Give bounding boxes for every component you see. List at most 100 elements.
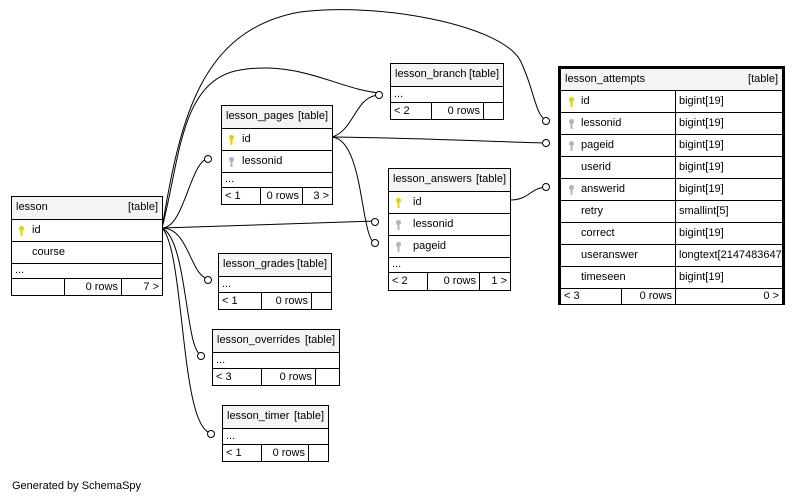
table-name: lesson_attempts: [565, 73, 646, 85]
crowsfoot-marker: [371, 218, 379, 226]
column-type: bigint[19]: [675, 113, 782, 134]
column-row[interactable]: answerid bigint[19]: [561, 178, 782, 200]
table-header: lesson_grades [table]: [219, 254, 331, 276]
column-name: pageid: [413, 240, 447, 252]
row-count: 0 rows: [64, 279, 121, 295]
column-type: bigint[19]: [675, 223, 782, 244]
column-row[interactable]: id: [389, 191, 510, 213]
primary-key-icon: [569, 97, 574, 107]
table-type-tag: [table]: [298, 110, 328, 122]
column-name: useranswer: [581, 249, 638, 261]
table-type-tag: [table]: [748, 73, 778, 85]
column-row[interactable]: course: [12, 241, 162, 263]
column-type: bigint[19]: [675, 135, 782, 156]
parents-count: [12, 279, 64, 295]
column-type: bigint[19]: [675, 91, 782, 112]
column-row[interactable]: userid bigint[19]: [561, 156, 782, 178]
column-row[interactable]: pageid: [389, 235, 510, 257]
column-type: smallint[5]: [675, 201, 782, 222]
column-row[interactable]: retry smallint[5]: [561, 200, 782, 222]
table-footer: < 1 0 rows 3 >: [222, 187, 332, 204]
column-name: correct: [581, 227, 615, 239]
ellipsis: ...: [222, 278, 232, 290]
rel-pages-answers: [331, 136, 377, 244]
column-name: pageid: [581, 139, 615, 151]
table-lesson-timer[interactable]: lesson_timer [table] ... < 1 0 rows: [222, 405, 329, 462]
rel-answers-attempts: [509, 186, 549, 201]
column-row[interactable]: correct bigint[19]: [561, 222, 782, 244]
rel-lesson-overrides: [161, 227, 203, 356]
foreign-key-icon: [569, 141, 574, 151]
crowsfoot-marker: [542, 117, 550, 125]
foreign-key-icon: [569, 119, 574, 129]
rel-lesson-pages: [161, 157, 211, 229]
table-name: lesson_pages: [226, 110, 294, 122]
parents-count: < 1: [225, 190, 241, 202]
rel-pages-branch: [331, 94, 381, 138]
column-row[interactable]: lessonid: [389, 213, 510, 235]
row-count: 0 rows: [261, 445, 308, 461]
column-row[interactable]: pageid bigint[19]: [561, 134, 782, 156]
rel-lesson-answers: [161, 220, 377, 229]
table-header: lesson_overrides [table]: [213, 330, 339, 352]
children-count: 0 >: [675, 289, 782, 304]
row-count: 0 rows: [427, 273, 479, 290]
table-name: lesson_overrides: [217, 334, 301, 346]
children-count: [315, 369, 339, 385]
table-name: lesson_timer: [227, 410, 290, 422]
column-row[interactable]: timeseen bigint[19]: [561, 266, 782, 288]
column-row[interactable]: id bigint[19]: [561, 90, 782, 112]
table-name: lesson: [16, 201, 48, 213]
ellipsis: ...: [394, 88, 404, 100]
column-row[interactable]: useranswer longtext[2147483647]: [561, 244, 785, 266]
crowsfoot-marker: [542, 183, 550, 191]
column-row[interactable]: lessonid bigint[19]: [561, 112, 782, 134]
table-lesson-answers[interactable]: lesson_answers [table] id lessonid pagei…: [388, 168, 511, 291]
ellipsis: ...: [216, 354, 226, 366]
row-count: 0 rows: [261, 369, 315, 385]
table-lesson-branch[interactable]: lesson_branch [table] ... < 2 0 rows: [390, 63, 504, 120]
table-header: lesson_pages [table]: [222, 106, 332, 128]
column-type: bigint[19]: [675, 157, 782, 178]
ellipsis-row: ...: [213, 352, 339, 368]
table-lesson-attempts[interactable]: lesson_attempts [table] id bigint[19] le…: [558, 66, 785, 305]
ellipsis: ...: [225, 173, 235, 185]
table-header: lesson_branch [table]: [391, 64, 503, 86]
parents-count: < 1: [226, 447, 242, 459]
column-type: bigint[19]: [675, 179, 782, 200]
table-type-tag: [table]: [476, 173, 506, 185]
table-header: lesson_attempts [table]: [561, 69, 782, 90]
column-name: lessonid: [581, 117, 622, 129]
column-name: timeseen: [581, 271, 626, 283]
column-name: id: [581, 95, 590, 107]
table-header: lesson [table]: [12, 197, 162, 219]
foreign-key-icon: [396, 220, 401, 230]
table-lesson[interactable]: lesson [table] id course ... 0 rows 7 >: [11, 196, 163, 296]
crowsfoot-marker: [197, 352, 205, 360]
children-count: [311, 293, 331, 309]
table-lesson-grades[interactable]: lesson_grades [table] ... < 1 0 rows: [218, 253, 332, 310]
children-count: 1 >: [479, 273, 510, 290]
row-count: 0 rows: [431, 103, 483, 119]
crowsfoot-marker: [371, 239, 379, 247]
column-row[interactable]: id: [12, 219, 162, 241]
column-name: id: [32, 224, 41, 236]
table-name: lesson_grades: [223, 258, 295, 270]
table-type-tag: [table]: [128, 201, 158, 213]
column-name: course: [32, 246, 66, 258]
crowsfoot-marker: [542, 139, 550, 147]
foreign-key-icon: [396, 242, 401, 252]
table-lesson-pages[interactable]: lesson_pages [table] id lessonid ... < 1…: [221, 105, 333, 205]
parents-count: < 3: [216, 371, 232, 383]
column-row[interactable]: lessonid: [222, 150, 332, 172]
column-row[interactable]: id: [222, 128, 332, 150]
ellipsis-row: ...: [222, 172, 332, 187]
table-type-tag: [table]: [305, 334, 335, 346]
table-lesson-overrides[interactable]: lesson_overrides [table] ... < 3 0 rows: [212, 329, 340, 386]
column-type: longtext[2147483647]: [675, 245, 785, 266]
table-footer: 0 rows 7 >: [12, 278, 162, 295]
foreign-key-icon: [229, 157, 234, 167]
generated-by-label: Generated by SchemaSpy: [12, 480, 142, 492]
row-count: 0 rows: [261, 293, 311, 309]
